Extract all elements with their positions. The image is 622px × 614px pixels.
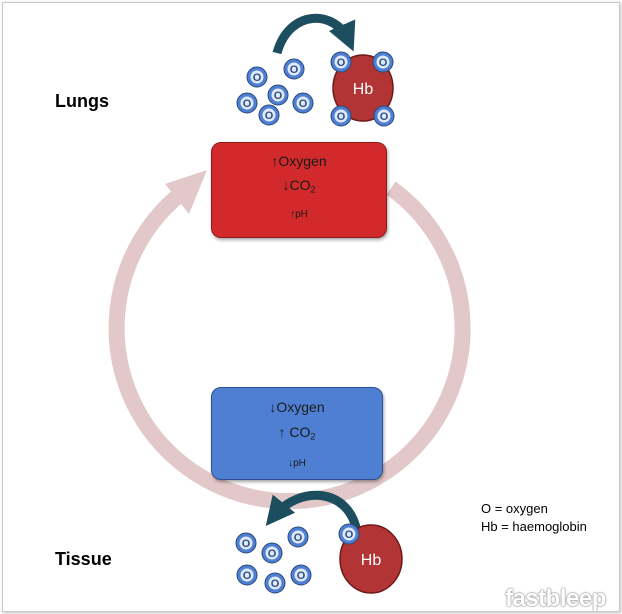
- oxygen-molecule: O: [330, 51, 352, 73]
- oxygen-label: O: [265, 110, 274, 122]
- fastbleep-logo: fastbleep: [505, 585, 606, 612]
- lungs-hb: [332, 54, 394, 122]
- oxygen-label: O: [243, 98, 252, 110]
- oxygen-molecule: O: [283, 58, 305, 80]
- oxygen-molecule: O: [290, 564, 312, 586]
- oxygen-label: O: [242, 538, 251, 550]
- tissue-co2-text: ↑ CO2: [278, 424, 316, 442]
- tissue-oxygen-text: ↓Oxygen: [269, 399, 325, 415]
- oxygen-molecule: O: [258, 104, 280, 126]
- oxygen-molecule: O: [292, 92, 314, 114]
- lungs-oxygen-text: ↑Oxygen: [271, 153, 327, 169]
- oxygen-label: O: [380, 111, 389, 123]
- oxygen-label: O: [243, 570, 252, 582]
- legend-haemoglobin: Hb = haemoglobin: [481, 519, 587, 534]
- oxygen-molecule: O: [264, 572, 286, 594]
- oxygen-molecule: O: [373, 105, 395, 127]
- oxygen-molecule: O: [236, 92, 258, 114]
- oxygen-molecule: O: [236, 564, 258, 586]
- oxygen-molecule: O: [330, 105, 352, 127]
- oxygen-label: O: [345, 529, 354, 541]
- oxygen-label: O: [253, 72, 262, 84]
- oxygen-label: O: [274, 90, 283, 102]
- oxygen-molecule: O: [267, 84, 289, 106]
- oxygen-molecule: O: [338, 523, 360, 545]
- lungs-ph-text: ↑pH: [290, 209, 308, 220]
- oxygen-label: O: [337, 111, 346, 123]
- lungs-conditions-box: ↑Oxygen ↓CO2 ↑pH: [211, 142, 387, 238]
- lungs-co2-text: ↓CO2: [282, 177, 316, 195]
- oxygen-molecule: O: [287, 526, 309, 548]
- lungs-curved-arrow: [272, 14, 356, 55]
- oxygen-molecule: O: [261, 542, 283, 564]
- cycle-arrowhead: [165, 170, 207, 214]
- oxygen-molecule: O: [246, 66, 268, 88]
- oxygen-label: O: [290, 64, 299, 76]
- tissue-label: Tissue: [55, 549, 112, 569]
- oxygen-label: O: [294, 532, 303, 544]
- oxygen-label: O: [337, 57, 346, 69]
- tissue-ph-text: ↓pH: [288, 458, 306, 469]
- oxygen-label: O: [299, 98, 308, 110]
- oxygen-label: O: [297, 570, 306, 582]
- oxygen-molecule: O: [372, 51, 394, 73]
- oxygen-molecule: O: [235, 532, 257, 554]
- legend-oxygen: O = oxygen: [481, 501, 548, 516]
- oxygen-label: O: [379, 57, 388, 69]
- lungs-label: Lungs: [55, 91, 109, 111]
- tissue-conditions-box: ↓Oxygen ↑ CO2 ↓pH: [211, 387, 383, 480]
- oxygen-label: O: [271, 578, 280, 590]
- hb-label: Hb: [353, 81, 374, 98]
- oxygen-label: O: [268, 548, 277, 560]
- tissue-curved-arrow: [265, 490, 362, 534]
- hb-label: Hb: [361, 552, 382, 569]
